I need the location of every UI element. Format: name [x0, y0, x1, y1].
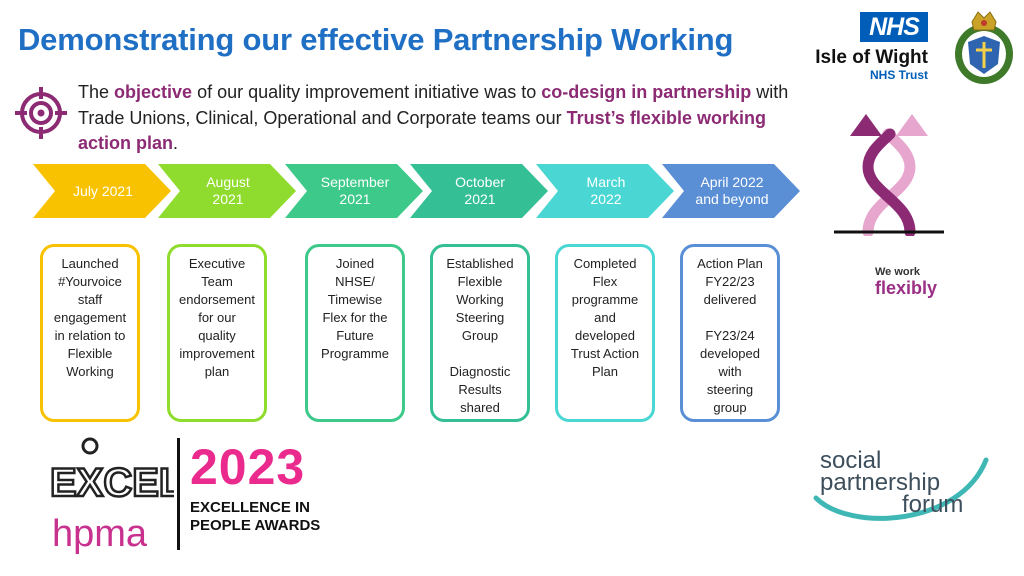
milestone-card-line: with — [718, 364, 742, 379]
intro-text: The objective of our quality improvement… — [78, 80, 818, 157]
we-work-flexibly-logo: We work flexibly — [875, 266, 937, 298]
page-title: Demonstrating our effective Partnership … — [18, 22, 734, 57]
dna-arrows-icon — [834, 114, 944, 236]
milestone-card-line: Flex — [592, 274, 618, 289]
milestone-card-line — [687, 309, 773, 327]
timeline-date-line: 2021 — [339, 191, 371, 207]
milestone-card-line: Action Plan — [697, 256, 763, 271]
timeline-date-line: August — [206, 174, 250, 190]
crest-icon — [955, 11, 1013, 84]
milestone-card-line: for our — [198, 310, 236, 325]
intro-text-run: . — [173, 133, 179, 153]
milestone-card-line: Completed — [573, 256, 637, 271]
milestone-card-line: Team — [201, 274, 233, 289]
milestone-card-line — [437, 345, 523, 363]
timeline-date-line: October — [455, 174, 505, 190]
target-icon — [15, 87, 67, 139]
milestone-card-line: Future — [336, 328, 374, 343]
milestone-card-line: Launched — [61, 256, 119, 271]
milestone-card-line: and — [594, 310, 616, 325]
milestone-card-line: Flexible — [457, 274, 503, 289]
milestone-card-line: developed — [700, 346, 760, 361]
milestone-card-line: endorsement — [179, 292, 255, 307]
intro-text-run: The — [78, 82, 115, 102]
timeline-date-line: July 2021 — [73, 182, 133, 199]
milestone-card-line: FY23/24 — [705, 328, 755, 343]
org-name: Isle of Wight — [815, 47, 928, 68]
timeline-date-line: September — [320, 174, 390, 190]
social-partnership-forum-logo: social partnership forum — [813, 447, 989, 521]
intro-highlight: co-design in partnership — [541, 82, 752, 102]
intro-text-run: with Trade Unions, Clinical, Operational… — [78, 82, 789, 128]
intro-text-run: of our quality improvement initiative wa… — [192, 82, 542, 102]
milestone-card-line: Flexible — [67, 346, 113, 361]
milestone-card-line: Steering — [455, 310, 505, 325]
milestone-card-line: FY22/23 — [705, 274, 755, 289]
timeline-date-line: 2021 — [464, 191, 496, 207]
milestone-card-line: shared — [460, 400, 500, 415]
milestone-card-line: Executive — [188, 256, 246, 271]
intro-highlight: Trust’s flexible working action plan — [78, 107, 766, 154]
award-divider — [177, 438, 180, 550]
hpma-word: hpma — [52, 513, 148, 555]
milestone-card-line: Diagnostic — [449, 364, 511, 379]
milestone-card-line: NHSE/ — [335, 274, 375, 289]
milestone-card-line: staff — [77, 292, 103, 307]
milestone-card-line: Timewise — [327, 292, 383, 307]
milestone-card-line: improvement — [179, 346, 255, 361]
milestone-card-line: plan — [204, 364, 230, 379]
milestone-card-line: Working — [66, 364, 114, 379]
milestone-card-line: delivered — [703, 292, 757, 307]
timeline-date-line: 2021 — [212, 191, 244, 207]
milestone-card-line: Flex for the — [322, 310, 388, 325]
milestone-card-line: group — [713, 400, 747, 415]
org-subtitle: NHS Trust — [869, 68, 928, 82]
milestone-card: Launched #Yourvoice staff engagement in rela… — [40, 244, 140, 422]
milestone-card-line: developed — [575, 328, 635, 343]
spf-line2: partnership — [820, 469, 940, 496]
nhs-logo: NHS — [860, 12, 928, 42]
we-work-text: We work — [875, 266, 921, 278]
milestone-card-line: Trust Action — [570, 346, 640, 361]
milestone-card-line: in relation to — [54, 328, 126, 343]
excel-hpma-logo: EXCEL hpma — [49, 437, 174, 555]
spf-line1: social — [820, 447, 881, 474]
milestone-card-line: #Yourvoice — [58, 274, 122, 289]
timeline-date-line: and beyond — [695, 191, 769, 207]
milestone-card-line: engagement — [53, 310, 127, 325]
milestone-card-line: Joined — [335, 256, 375, 271]
milestone-card-line: Group — [461, 328, 499, 343]
milestone-card-line: programme — [571, 292, 639, 307]
award-year: 2023 — [190, 439, 306, 495]
timeline-date-line: 2022 — [590, 191, 622, 207]
milestone-card-line: steering — [706, 382, 754, 397]
milestone-card-line: Programme — [321, 346, 389, 361]
timeline-date-line: April 2022 — [700, 174, 764, 190]
spf-line3: forum — [902, 491, 963, 518]
intro-highlight: objective — [114, 82, 193, 102]
timeline-date-line: March — [586, 174, 626, 190]
milestone-card-line: Established — [446, 256, 514, 271]
milestone-card-line: Plan — [591, 364, 619, 379]
milestone-card-line: Results — [458, 382, 502, 397]
milestone-card-line: Working — [456, 292, 504, 307]
excel-word: EXCEL — [50, 461, 174, 505]
timeline-arrow: July 2021 — [33, 164, 171, 218]
flexibly-text: flexibly — [875, 278, 938, 298]
award-title-line1: EXCELLENCE IN — [190, 499, 311, 516]
milestone-card-line: quality — [198, 328, 236, 343]
award-title-line2: PEOPLE AWARDS — [190, 517, 321, 534]
